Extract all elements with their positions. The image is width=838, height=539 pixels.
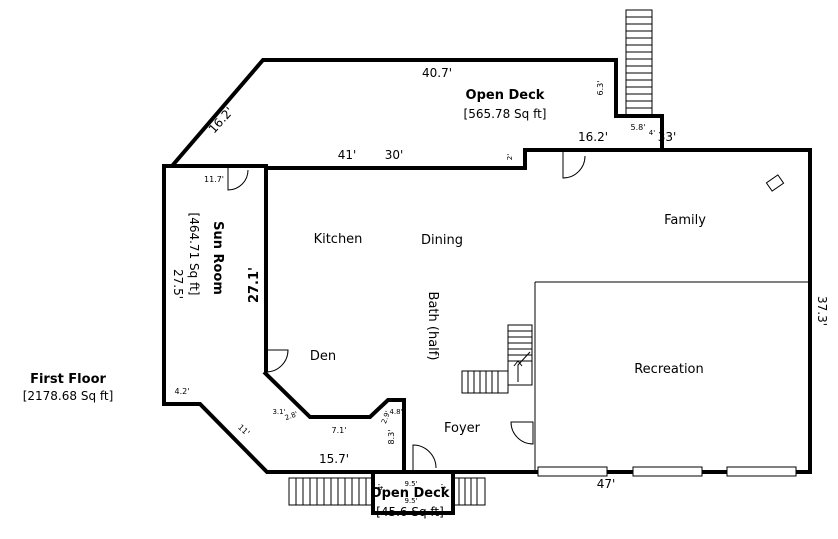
house-outline [162,148,812,474]
dim-chimney-h: 6.3' [596,81,605,96]
dim-diag-11: 11' [236,423,251,438]
recreation-label: Recreation [634,362,704,377]
floor-name: First Floor [30,372,106,387]
stairs-right [452,477,486,506]
dim-deck-95b: 9.5' [404,497,417,505]
dining-label: Dining [421,233,463,248]
dim-right-wall: 37.3' [815,296,829,326]
dim-step-33: 33' [658,130,677,144]
dim-deck-4b: 4' [440,484,448,490]
open-deck-outline [170,58,664,168]
stairs-left [288,477,374,506]
dim-step-4a: 4' [649,129,655,137]
dim-sun-bottom: 4.2' [175,387,190,396]
dim-den-48: 4.8' [389,408,402,416]
open-deck-label: Open Deck [466,88,545,103]
family-label: Family [664,213,706,228]
bath-label: Bath (half) [425,292,440,361]
floor-area: [2178.68 Sq ft] [23,389,114,403]
dim-kitchen-height: 27.1' [247,267,262,303]
bottom-deck-area: [45.6 Sq ft] [376,505,444,519]
camera-icon [765,174,785,192]
dim-deck-4a: 4' [377,484,385,490]
dim-sun-top: 11.7' [204,175,224,184]
door-swings [227,152,586,470]
dim-deck-right-step: 16.2' [578,130,608,144]
chimney [625,9,653,116]
sun-room-area: [464.71 Sq ft] [187,213,201,296]
bottom-deck-label: Open Deck [371,486,450,501]
dim-deck-diag: 16.2' [206,104,236,136]
dim-den-28: 2.8' [284,410,299,422]
interior-stairs [461,324,533,394]
sun-room-length: 27.5' [171,269,185,299]
sun-room-label: Sun Room [210,221,225,295]
interior-walls [262,168,810,472]
dim-deck-top: 40.7' [422,66,452,80]
dim-bottom-157: 15.7' [319,452,349,466]
dim-den-31: 3.1' [272,408,285,416]
dim-step-2: 2' [506,154,514,160]
dim-chimney-w: 5.8' [631,123,646,132]
foyer-label: Foyer [444,421,481,436]
dim-foyer-83: 8.3' [387,430,396,445]
open-deck-area: [565.78 Sq ft] [464,107,547,121]
dim-den-71: 7.1' [332,426,347,435]
dim-bottom-47: 47' [597,477,616,491]
windows-bottom [537,466,797,477]
kitchen-label: Kitchen [314,232,363,247]
dim-wall-41: 41' [338,148,357,162]
den-label: Den [310,349,336,364]
dim-wall-30: 30' [385,148,404,162]
dim-deck-95a: 9.5' [404,480,417,488]
